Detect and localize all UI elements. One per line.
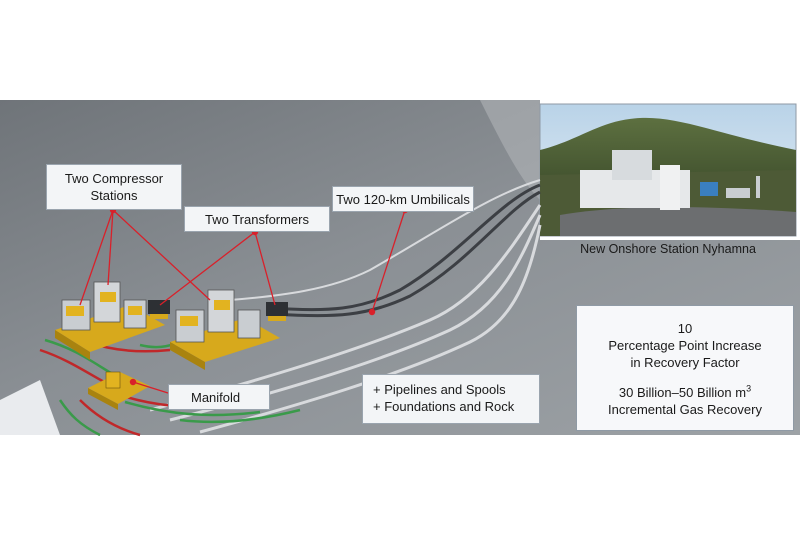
- gas-recovery-range: 30 Billion–50 Billion m3: [577, 384, 793, 401]
- manifold-label-text: Manifold: [191, 389, 269, 406]
- recovery-points-value: 10: [577, 320, 793, 337]
- stats-spacer: [577, 371, 793, 384]
- umbilicals-label-text: Two 120-km Umbilicals: [333, 191, 473, 208]
- transformer-1: [148, 300, 170, 319]
- recovery-points-line1: Percentage Point Increase: [577, 337, 793, 354]
- pipelines-foundations-label: + Pipelines and Spools + Foundations and…: [362, 374, 540, 424]
- onshore-station-caption: New Onshore Station Nyhamna: [540, 242, 796, 256]
- manifold-label: Manifold: [168, 384, 270, 410]
- transformers-label-text: Two Transformers: [185, 211, 329, 228]
- onshore-station-photo: [540, 104, 796, 236]
- gas-range-text: 30 Billion–50 Billion m: [619, 385, 746, 400]
- transformer-2: [266, 302, 288, 321]
- compressor-label-line2: Stations: [47, 187, 181, 204]
- gas-recovery-line2: Incremental Gas Recovery: [577, 401, 793, 418]
- transformers-label: Two Transformers: [184, 206, 330, 232]
- foundations-label-text: + Foundations and Rock: [373, 398, 539, 415]
- umbilicals-label: Two 120-km Umbilicals: [332, 186, 474, 212]
- recovery-points-line2: in Recovery Factor: [577, 354, 793, 371]
- stats-box: 10 Percentage Point Increase in Recovery…: [576, 305, 794, 431]
- pipelines-label-text: + Pipelines and Spools: [373, 381, 539, 398]
- compressor-label-line1: Two Compressor: [47, 170, 181, 187]
- gas-unit-exponent: 3: [746, 384, 751, 394]
- compressor-stations-label: Two Compressor Stations: [46, 164, 182, 210]
